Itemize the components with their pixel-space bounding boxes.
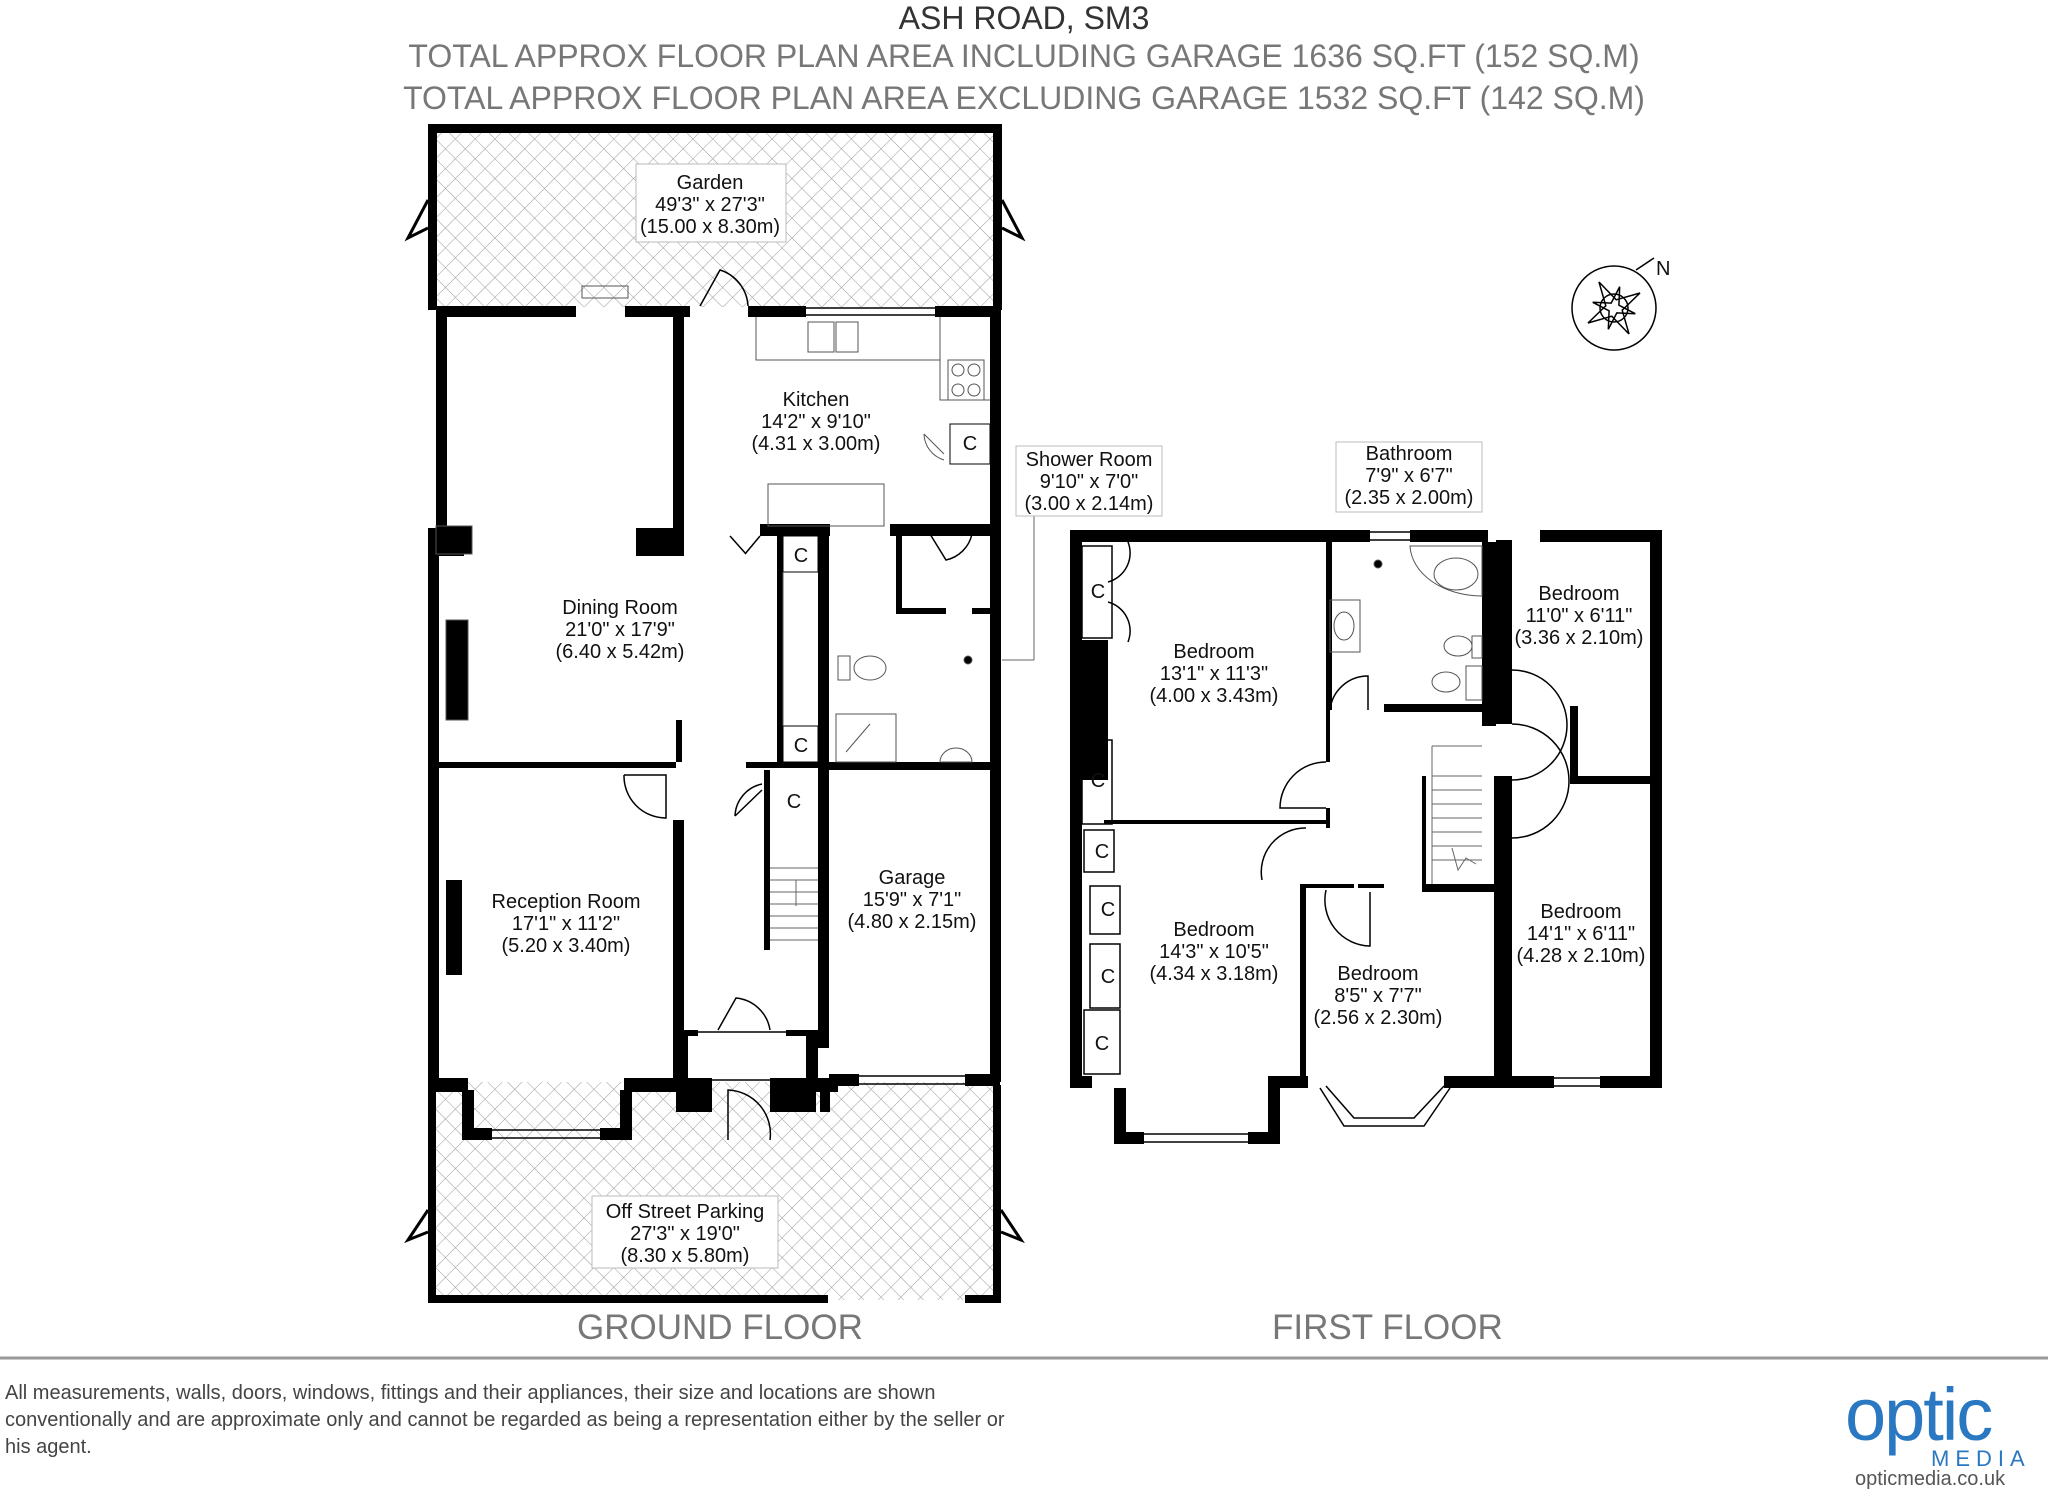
reception-room-imperial: 17'1" x 11'2"	[512, 913, 620, 935]
parking-name: Off Street Parking	[606, 1201, 765, 1223]
dining-room-metric: (6.40 x 5.42m)	[556, 641, 685, 663]
bathroom-metric: (2.35 x 2.00m)	[1345, 487, 1474, 509]
bedroom-4-metric: (2.56 x 2.30m)	[1314, 1007, 1443, 1029]
first-floor-label: FIRST FLOOR	[1272, 1308, 1503, 1347]
cupboard-label: C	[1091, 770, 1105, 792]
first-floor-plan	[1070, 530, 1662, 1144]
first-floor-labels: Bathroom 7'9" x 6'7" (2.35 x 2.00m) Bedr…	[1091, 441, 1646, 1055]
garage-imperial: 15'9" x 7'1"	[863, 889, 962, 911]
kitchen-imperial: 14'2" x 9'10"	[761, 411, 871, 433]
compass-north-label: N	[1656, 258, 1670, 280]
first-floor-doors	[1107, 541, 1570, 947]
logo-url-text: opticmedia.co.uk	[1855, 1468, 2006, 1490]
logo-main-text: optic	[1845, 1373, 1993, 1456]
area-including-garage: TOTAL APPROX FLOOR PLAN AREA INCLUDING G…	[408, 38, 1640, 74]
bathroom-name: Bathroom	[1366, 443, 1453, 465]
cupboard-label: C	[1095, 1033, 1109, 1055]
bedroom-5-imperial: 14'1" x 6'11"	[1527, 923, 1635, 945]
cupboard-label: C	[1095, 841, 1109, 863]
cupboard-label: C	[787, 791, 801, 813]
bedroom-3-imperial: 14'3" x 10'5"	[1159, 941, 1269, 963]
ground-floor-walls	[404, 124, 1026, 1303]
parking-imperial: 27'3" x 19'0"	[630, 1223, 740, 1245]
dining-room-imperial: 21'0" x 17'9"	[565, 619, 675, 641]
bedroom-4-name: Bedroom	[1337, 963, 1418, 985]
ground-floor-label: GROUND FLOOR	[577, 1308, 863, 1347]
disclaimer-text: All measurements, walls, doors, windows,…	[5, 1382, 1005, 1458]
bedroom-5-name: Bedroom	[1540, 901, 1621, 923]
bedroom-2-imperial: 11'0" x 6'11"	[1526, 605, 1633, 627]
bedroom-4-imperial: 8'5" x 7'7"	[1334, 985, 1421, 1007]
first-floor-windows	[1144, 531, 1610, 1143]
first-floor-walls	[1070, 530, 1662, 1144]
bedroom-3-name: Bedroom	[1173, 919, 1254, 941]
reception-room-metric: (5.20 x 3.40m)	[502, 935, 631, 957]
cupboard-label: C	[1101, 899, 1115, 921]
cupboard-label: C	[1091, 581, 1105, 603]
ground-floor-windows	[492, 307, 965, 1139]
ground-floor-doors	[623, 269, 973, 1141]
shower-room-name: Shower Room	[1026, 449, 1153, 471]
shower-room-label-box	[1015, 445, 1163, 517]
bedroom-1-metric: (4.00 x 3.43m)	[1150, 685, 1279, 707]
cupboard-label: C	[1101, 966, 1115, 988]
parking-metric: (8.30 x 5.80m)	[621, 1245, 750, 1267]
first-floor-fixtures	[1329, 545, 1483, 884]
bathroom-imperial: 7'9" x 6'7"	[1365, 465, 1452, 487]
plan-title: ASH ROAD, SM3	[898, 0, 1150, 36]
bathroom-label-box	[1335, 441, 1483, 513]
kitchen-metric: (4.31 x 3.00m)	[752, 433, 881, 455]
cupboard-label: C	[963, 433, 977, 455]
ground-floor-labels: Garden 49'3" x 27'3" (15.00 x 8.30m) Kit…	[492, 163, 1163, 1269]
kitchen-name: Kitchen	[783, 389, 850, 411]
cupboard-label: C	[794, 735, 808, 757]
bedroom-2-name: Bedroom	[1538, 583, 1619, 605]
ground-floor-fixtures	[435, 285, 1035, 941]
ground-floor-plan	[404, 124, 1035, 1303]
shower-room-metric: (3.00 x 2.14m)	[1025, 493, 1154, 515]
logo-media-text: MEDIA	[1931, 1446, 2031, 1471]
cupboard-label: C	[794, 545, 808, 567]
compass-rose-icon	[1571, 257, 1657, 351]
garage-name: Garage	[879, 867, 946, 889]
bedroom-5-metric: (4.28 x 2.10m)	[1517, 945, 1646, 967]
shower-room-imperial: 9'10" x 7'0"	[1040, 471, 1139, 493]
parking-label-box	[591, 1195, 779, 1269]
bedroom-1-imperial: 13'1" x 11'3"	[1160, 663, 1268, 685]
dining-room-name: Dining Room	[562, 597, 678, 619]
garage-metric: (4.80 x 2.15m)	[848, 911, 977, 933]
first-floor-cupboards	[1081, 545, 1121, 1075]
bedroom-1-name: Bedroom	[1173, 641, 1254, 663]
reception-room-name: Reception Room	[492, 891, 641, 913]
garden-label-box	[635, 163, 787, 243]
bedroom-2-metric: (3.36 x 2.10m)	[1515, 627, 1644, 649]
optic-media-logo: optic MEDIA opticmedia.co.uk	[1845, 1373, 2045, 1490]
garden-imperial: 49'3" x 27'3"	[655, 194, 765, 216]
bedroom-3-metric: (4.34 x 3.18m)	[1150, 963, 1279, 985]
garden-name: Garden	[677, 172, 744, 194]
garden-metric: (15.00 x 8.30m)	[640, 216, 780, 238]
area-excluding-garage: TOTAL APPROX FLOOR PLAN AREA EXCLUDING G…	[403, 80, 1645, 116]
